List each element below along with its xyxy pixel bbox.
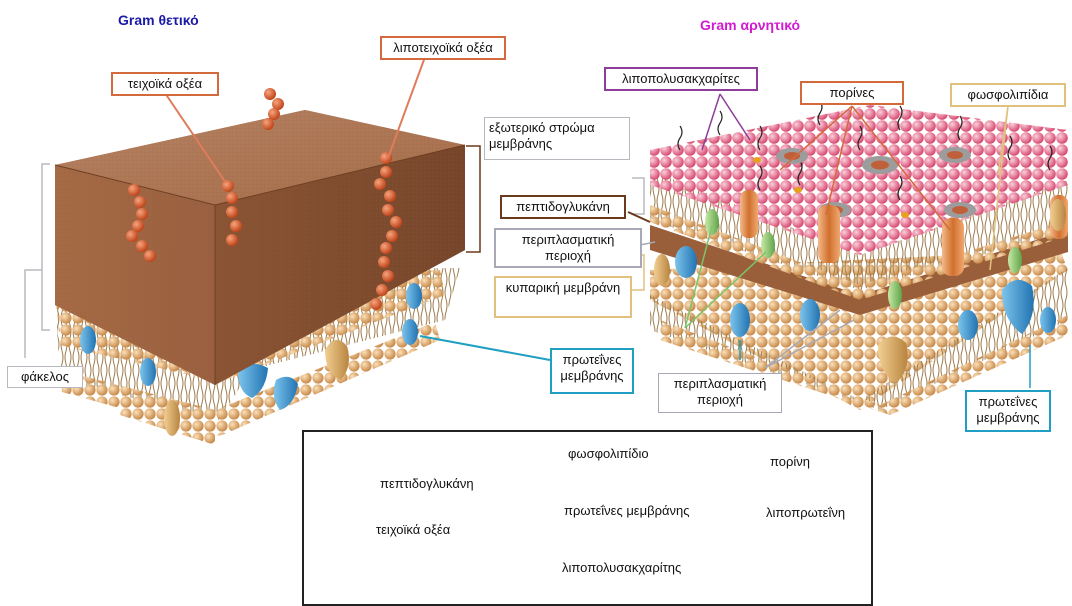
label-phospholipids: φωσφολιπίδια	[950, 83, 1066, 107]
gram-negative-diagram	[650, 101, 1068, 415]
legend-label-lps: λιποπολυσακχαρίτης	[562, 560, 681, 575]
gram-positive-title: Gram θετικό	[118, 12, 199, 28]
label-peptidoglycan: πεπτιδογλυκάνη	[500, 195, 626, 219]
label-outer-membrane: εξωτερικό στρώμα μεμβράνης	[484, 117, 630, 160]
legend-label-membrane-proteins: πρωτεΐνες μεμβράνης	[564, 503, 689, 518]
label-periplasm-2: περιπλασματική περιοχή	[658, 373, 782, 413]
legend-box: πεπτιδογλυκάνη τειχοϊκά οξέα φωσφολιπίδι…	[302, 430, 873, 606]
label-capsule: φάκελος	[7, 366, 83, 388]
legend-label-porin: πορίνη	[770, 454, 810, 469]
label-lipoteichoic-acids: λιποτειχοϊκά οξέα	[380, 36, 506, 60]
legend-label-phospholipid: φωσφολιπίδιο	[568, 446, 649, 461]
label-periplasm-1: περιπλασματική περιοχή	[494, 228, 642, 268]
legend-label-lipoprotein: λιποπρωτεΐνη	[766, 505, 845, 520]
legend-label-teichoic: τειχοϊκά οξέα	[376, 522, 450, 537]
label-cell-membrane: κυπαρική μεμβράνη	[494, 276, 632, 318]
gram-negative-title: Gram αρνητικό	[700, 17, 800, 33]
label-membrane-proteins-1: πρωτεΐνες μεμβράνης	[550, 348, 634, 394]
label-lps: λιποπολυσακχαρίτες	[604, 67, 758, 91]
label-porins: πορίνες	[800, 81, 904, 105]
legend-label-peptidoglycan: πεπτιδογλυκάνη	[380, 476, 474, 491]
gram-positive-diagram	[55, 88, 465, 445]
label-teichoic-acids: τειχοϊκά οξέα	[111, 72, 219, 96]
label-membrane-proteins-2: πρωτεΐνες μεμβράνης	[965, 390, 1051, 432]
